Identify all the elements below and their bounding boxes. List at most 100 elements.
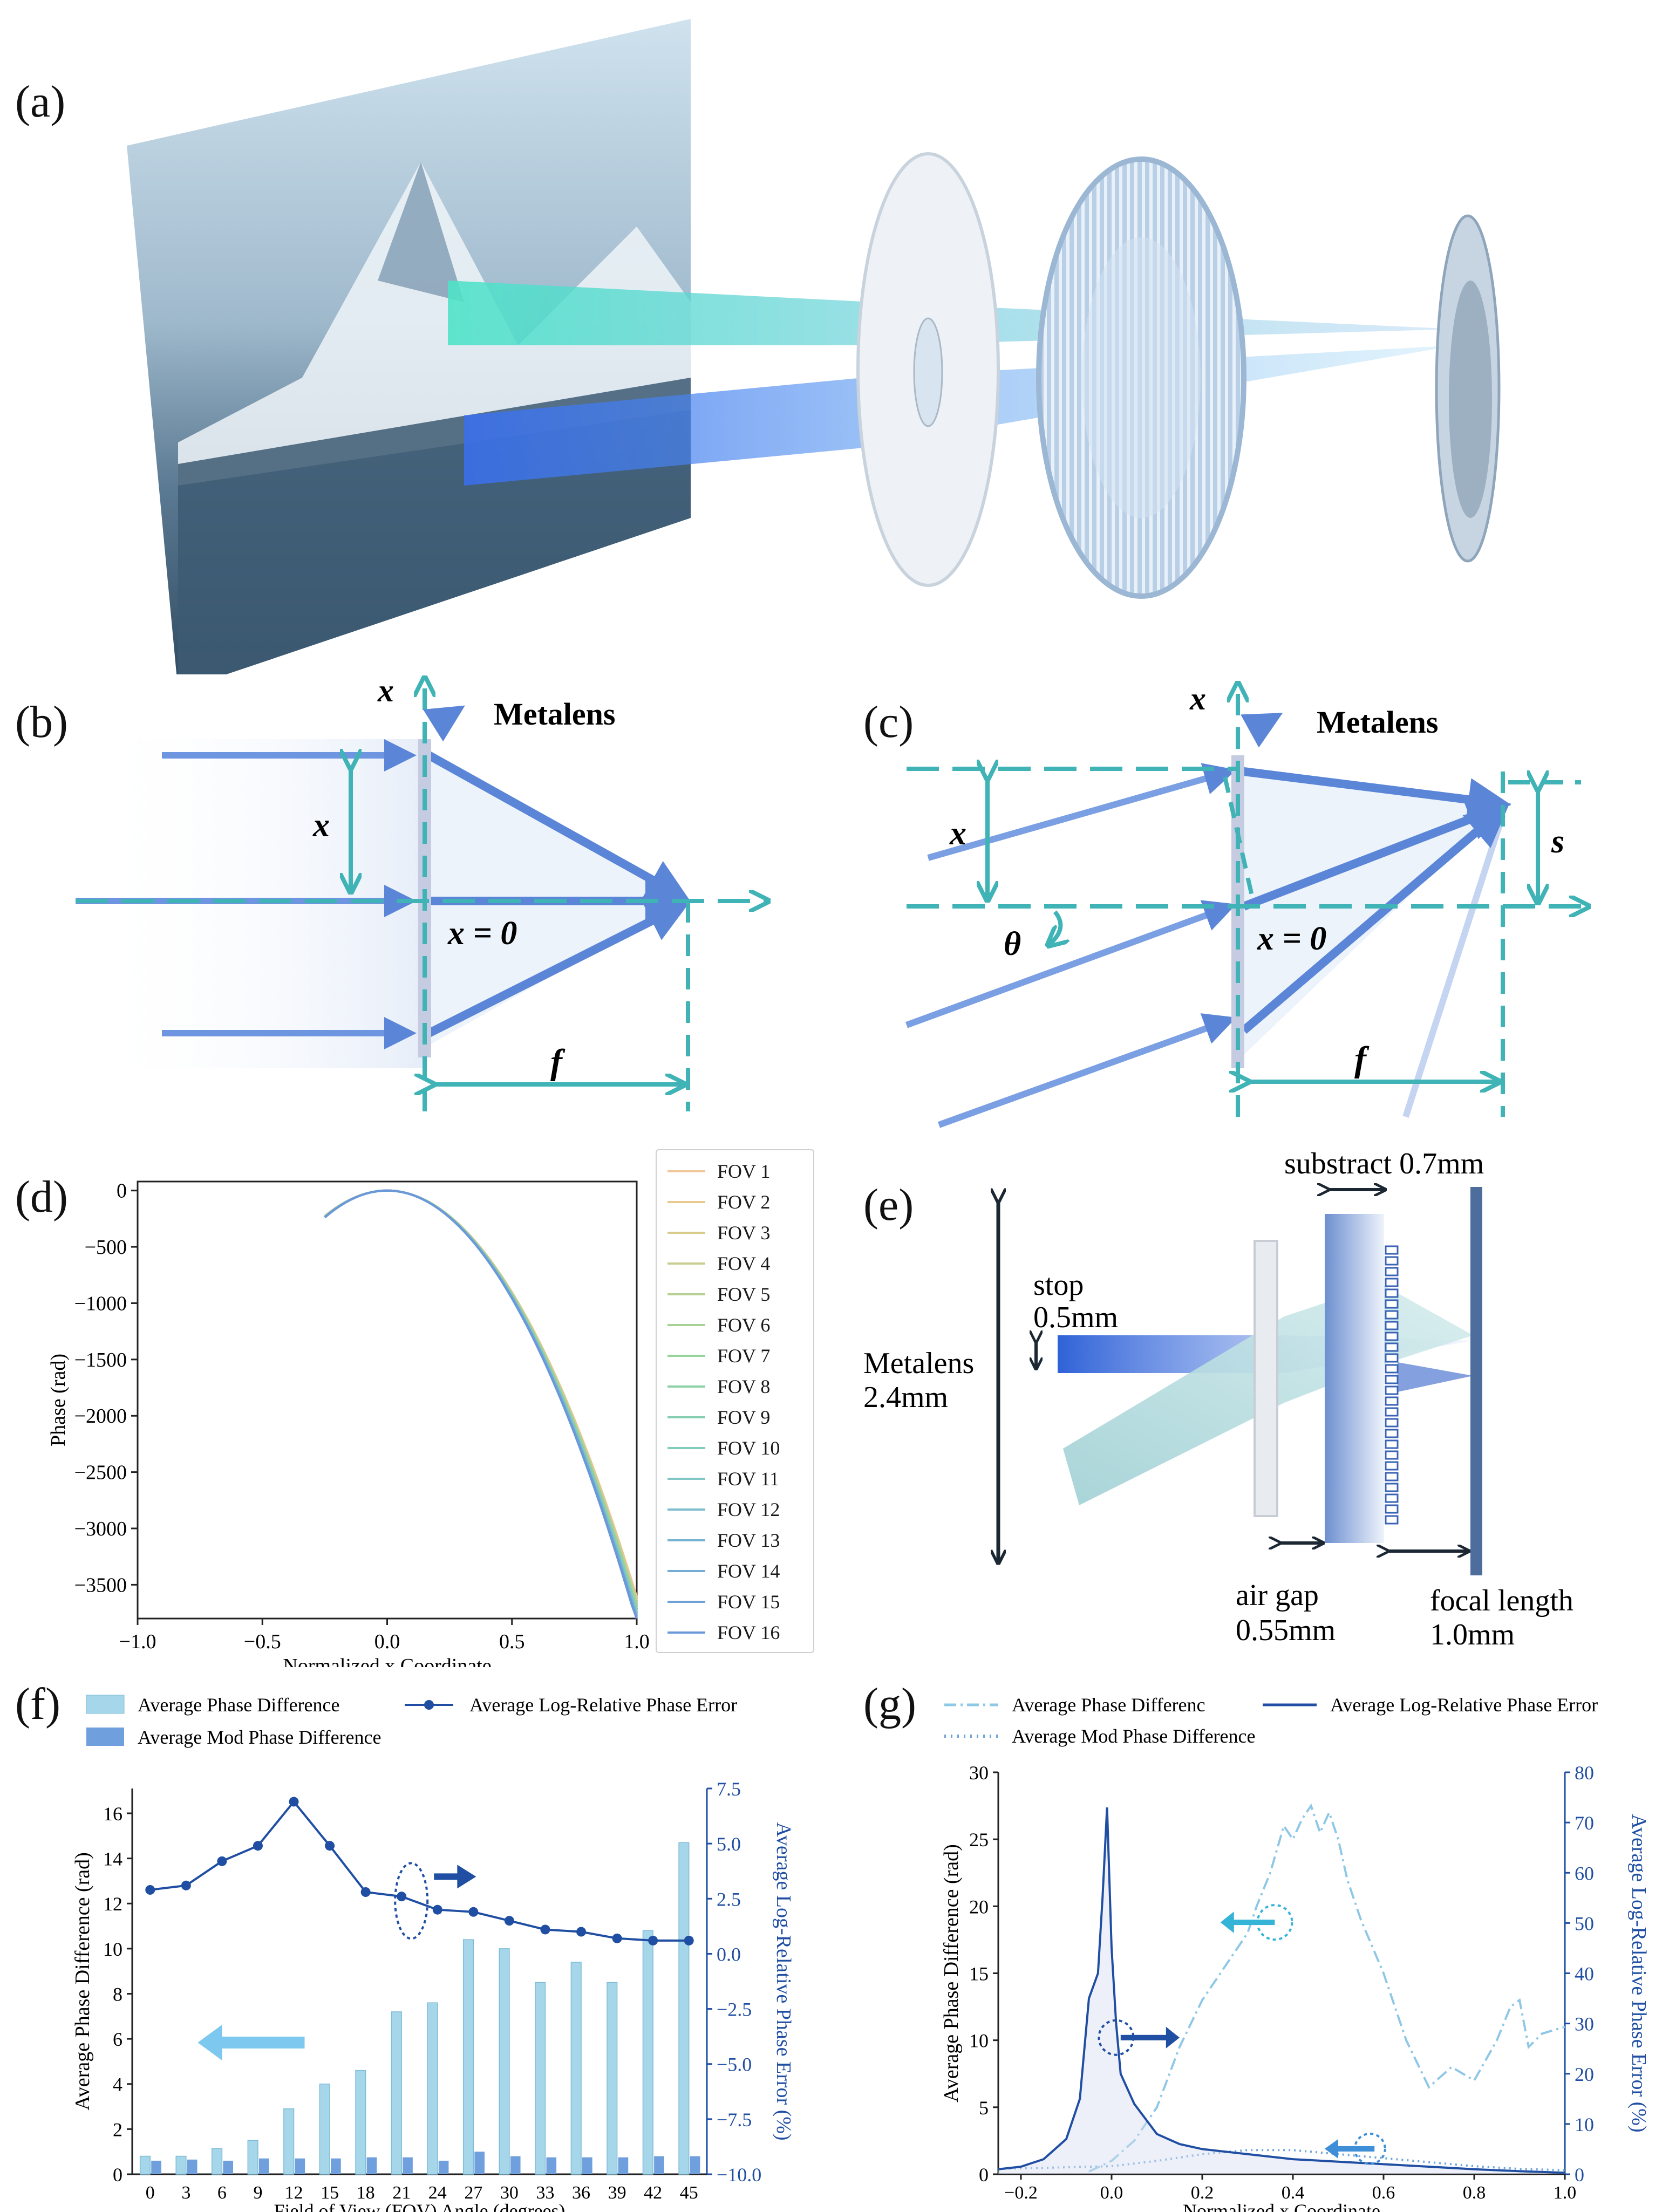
legend-label: Average Mod Phase Difference [138, 1726, 381, 1748]
legend-label: FOV 8 [717, 1376, 771, 1397]
normal-incidence-diagram: x Metalens x x = 0 f [76, 674, 842, 1111]
legend-swatch [667, 1478, 705, 1480]
panel-label-b: (b) [15, 697, 68, 747]
legend-label: Average Phase Difference [138, 1694, 339, 1716]
series-line-fov-16 [324, 1189, 638, 1619]
e-stop-label-2: 0.5mm [1033, 1301, 1118, 1334]
y-right-tick-label: −7.5 [717, 2109, 752, 2131]
x-tick-label: 0.2 [1191, 2183, 1214, 2203]
bar-avg-mod-phase-diff [690, 2156, 700, 2174]
bar-avg-phase-diff [355, 2070, 366, 2175]
y-right-tick-label: 80 [1575, 1762, 1594, 1784]
b-x0-label: x = 0 [447, 915, 517, 952]
y-tick-label: 20 [969, 1896, 989, 1917]
bar-avg-mod-phase-diff [258, 2158, 269, 2174]
legend-swatch [667, 1293, 705, 1295]
y-tick-label: −3500 [74, 1574, 127, 1596]
legend-label: FOV 14 [717, 1560, 780, 1582]
series-line-fov-14 [324, 1189, 638, 1619]
series-line-fov-11 [324, 1189, 638, 1614]
y-tick-label: 6 [113, 2029, 122, 2050]
area-log-rel-error [998, 1807, 1565, 2174]
e-airgap-label-2: 0.55mm [1236, 1614, 1336, 1647]
x-tick-label: −0.5 [244, 1630, 281, 1653]
legend-item-fov-13: FOV 13 [667, 1529, 780, 1552]
panel-b: (b) [0, 674, 842, 1149]
y-tick-label: 30 [969, 1762, 989, 1784]
bar-avg-mod-phase-diff [223, 2160, 234, 2174]
line-log-rel-error [998, 1807, 1565, 2174]
bar-avg-mod-phase-diff [474, 2152, 485, 2174]
legend-marker [424, 1700, 434, 1710]
legend-swatch [86, 1695, 125, 1714]
legend-label: FOV 16 [717, 1622, 780, 1643]
bar-avg-mod-phase-diff [366, 2157, 377, 2174]
c-metalens-label: Metalens [1317, 705, 1439, 740]
annotation-arrow-right-head [457, 1865, 476, 1889]
legend-item-fov-3: FOV 3 [667, 1221, 770, 1244]
legend-label: Average Phase Differenc [1012, 1694, 1205, 1716]
e-stop-label-1: stop [1033, 1268, 1084, 1302]
bar-avg-phase-diff [139, 2155, 151, 2175]
series-line-fov-15 [324, 1189, 638, 1619]
legend-swatch [86, 1728, 124, 1746]
panel-label-d: (d) [15, 1172, 68, 1222]
legend-label: FOV 6 [717, 1314, 771, 1336]
y-right-tick-label: 70 [1575, 1812, 1594, 1834]
x-tick-label: 1.0 [624, 1630, 650, 1653]
e-focal-label-2: 1.0mm [1430, 1618, 1515, 1651]
c-s-label: s [1551, 823, 1564, 860]
y-right-tick-label: 7.5 [717, 1778, 741, 1800]
legend-item-fov-8: FOV 8 [667, 1375, 770, 1398]
stop-plate [1254, 1240, 1278, 1517]
legend-label: Average Log-Relative Phase Error [469, 1694, 737, 1716]
c-theta-label: θ [1004, 926, 1021, 962]
y-tick-label: 5 [979, 2097, 989, 2119]
point-log-rel-error [432, 1904, 442, 1915]
bar-avg-mod-phase-diff [403, 2157, 413, 2174]
y-right-tick-label: 60 [1575, 1862, 1594, 1884]
legend-label: FOV 9 [717, 1407, 771, 1428]
annotation-arrow-left [222, 2036, 305, 2049]
bar-avg-phase-diff [642, 1930, 653, 2175]
x-tick-label: 0.0 [374, 1630, 400, 1653]
y-axis-label: Average Phase Difference (rad) [71, 1852, 94, 2111]
c-x0-label: x = 0 [1257, 920, 1326, 957]
legend-swatch [667, 1416, 705, 1418]
bar-avg-phase-diff [499, 1948, 510, 2175]
legend-item-fov-6: FOV 6 [667, 1314, 770, 1336]
x-tick-label: 0.5 [499, 1630, 525, 1653]
bar-avg-mod-phase-diff [582, 2157, 592, 2174]
legend-item-fov-14: FOV 14 [667, 1560, 780, 1582]
legend-label: FOV 3 [717, 1222, 771, 1244]
point-log-rel-error [612, 1933, 622, 1943]
legend-item-fov-2: FOV 2 [667, 1191, 770, 1213]
x-tick-label: 0.6 [1372, 2183, 1395, 2203]
legend-swatch [667, 1355, 705, 1357]
y-tick-label: 4 [113, 2074, 122, 2095]
legend-swatch [667, 1262, 705, 1265]
y-tick-label: 8 [113, 1983, 122, 2005]
x-tick-label: −0.2 [1004, 2183, 1038, 2203]
point-log-rel-error [360, 1887, 371, 1897]
x-tick-label: 33 [536, 2183, 554, 2203]
y-tick-label: 25 [969, 1829, 989, 1851]
legend-item-fov-16: FOV 16 [667, 1621, 780, 1644]
c-f-label: f [1354, 1040, 1370, 1079]
legend-item-fov-7: FOV 7 [667, 1344, 770, 1367]
bar-avg-mod-phase-diff [654, 2156, 664, 2174]
legend-item-fov-1: FOV 1 [667, 1160, 770, 1183]
line-log-rel-error [150, 1800, 689, 1942]
x-tick-label: 0.4 [1282, 2183, 1305, 2203]
series-line-fov-12 [324, 1189, 638, 1616]
x-tick-label: 0.0 [1100, 2183, 1123, 2203]
x-tick-label: 12 [285, 2183, 303, 2203]
x-tick-label: 21 [392, 2183, 411, 2203]
legend-label: FOV 11 [717, 1468, 780, 1490]
legend-label: FOV 1 [717, 1160, 771, 1182]
y-tick-label: 10 [969, 2030, 989, 2052]
legend-swatch [667, 1324, 705, 1326]
x-axis-label: Normalized x Coordinate [1183, 2200, 1380, 2212]
